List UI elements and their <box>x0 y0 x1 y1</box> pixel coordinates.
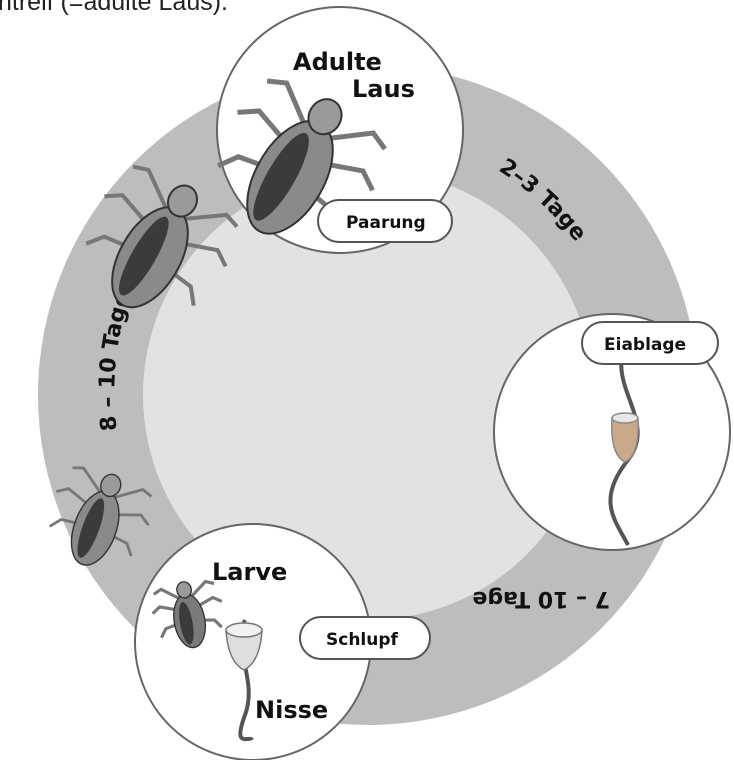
stage-larve-label: Larve <box>212 558 287 586</box>
stage-eiablage-circle: Eiablage <box>494 314 730 550</box>
event-schlupf-badge: Schlupf <box>300 617 430 659</box>
stage-adult-label-line1: Adulte <box>293 48 382 76</box>
stage-adult-label-line2: Laus <box>352 75 415 103</box>
top-caption: ntreif (=adulte Laus). <box>0 0 228 17</box>
svg-text:Eiablage: Eiablage <box>604 335 686 355</box>
event-paarung-badge: Paarung <box>318 200 452 242</box>
svg-text:Schlupf: Schlupf <box>326 630 399 650</box>
svg-text:Paarung: Paarung <box>346 213 426 233</box>
duration-label-7-10: 7 – 10 Tage <box>472 586 610 611</box>
eiablage-label: Eiablage <box>582 322 718 364</box>
stage-nisse-label: Nisse <box>255 696 328 724</box>
